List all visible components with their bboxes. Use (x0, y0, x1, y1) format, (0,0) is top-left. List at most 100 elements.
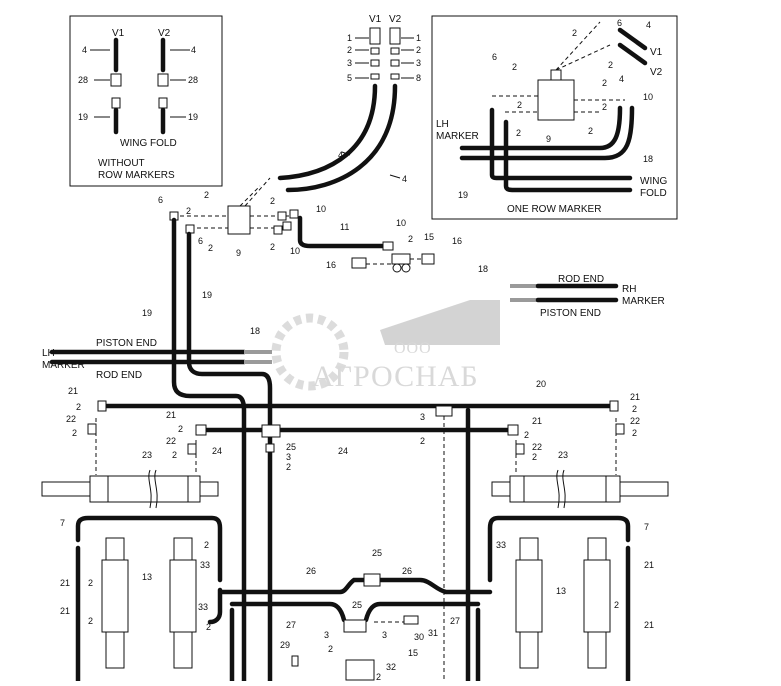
hose-7-right (487, 515, 631, 583)
callout-21: 21 (166, 410, 176, 420)
callout-27: 27 (450, 616, 460, 626)
callout-16: 16 (326, 260, 336, 270)
callout-24: 24 (338, 446, 348, 456)
callout-22: 22 (166, 436, 176, 446)
callout-2: 2 (588, 126, 593, 136)
callout-11: 11 (340, 222, 349, 232)
callout-3: 3 (347, 58, 352, 68)
callout-29: 29 (280, 640, 290, 650)
main-valve-block (227, 205, 251, 235)
callout-2: 2 (270, 242, 275, 252)
callout-2: 2 (88, 578, 93, 588)
callout-4: 4 (402, 174, 407, 184)
hose-4-v2 (285, 83, 398, 193)
callout-2: 2 (270, 196, 275, 206)
callout-2: 2 (517, 100, 522, 110)
main-hoses (49, 217, 625, 684)
callout-21: 21 (644, 560, 654, 570)
callout-18: 18 (643, 154, 653, 164)
callout-10: 10 (643, 92, 653, 102)
inset-right-hose-marker-b (459, 105, 635, 161)
rod-end-left: ROD END (96, 370, 142, 381)
lh-marker-label-lh: LH (42, 348, 55, 359)
callout-8: 8 (416, 73, 421, 83)
top-valve-fittings: V1 V2 1 1 2 2 3 3 5 8 4 4 (277, 14, 421, 193)
callout-22: 22 (630, 416, 640, 426)
gear-icon (271, 313, 349, 391)
callout-2: 2 (347, 45, 352, 55)
lower-cylinders-left (75, 515, 235, 684)
callout-2: 2 (512, 62, 517, 72)
cylinder-right (491, 469, 669, 509)
callout-2: 2 (524, 430, 529, 440)
callout-4: 4 (191, 45, 196, 55)
inset-right-lh: LH (436, 119, 449, 130)
piston-end-right: PISTON END (540, 308, 601, 319)
callout-3: 3 (416, 58, 421, 68)
callout-4: 4 (619, 74, 624, 84)
callout-2: 2 (572, 28, 577, 38)
inset-left-fitting-v1 (110, 73, 122, 87)
main-valve-area: 6 2 2 6 2 9 2 2 10 10 11 10 2 15 16 16 1… (142, 177, 488, 336)
callout-10: 10 (396, 218, 406, 228)
rh-marker-label-rh: RH (622, 284, 636, 295)
callout-9: 9 (546, 134, 551, 144)
callout-22: 22 (532, 442, 542, 452)
top-coupler-v2 (389, 27, 401, 45)
piston-end-left: PISTON END (96, 338, 157, 349)
callout-2: 2 (614, 600, 619, 610)
valve-32 (345, 659, 375, 681)
callout-7: 7 (644, 522, 649, 532)
callout-2: 2 (72, 428, 77, 438)
callout-2: 2 (88, 616, 93, 626)
callout-6: 6 (617, 18, 622, 28)
top-v1: V1 (369, 14, 382, 25)
callout-13: 13 (556, 586, 566, 596)
inset-right-wing: WING (640, 176, 667, 187)
inset-right-v1: V1 (650, 47, 663, 58)
callout-18: 18 (250, 326, 260, 336)
tee-25 (261, 424, 281, 438)
callout-25: 25 (352, 600, 362, 610)
hose-19-inner (186, 231, 273, 684)
callout-2: 2 (178, 424, 183, 434)
inset-left-coupler-v1 (111, 97, 121, 109)
callout-2: 2 (328, 644, 333, 654)
callout-4: 4 (82, 45, 87, 55)
callout-31: 31 (428, 628, 438, 638)
callout-16: 16 (452, 236, 462, 246)
inset-right-valve (537, 79, 575, 121)
callout-21: 21 (60, 578, 70, 588)
cylinder-left (41, 469, 219, 509)
callout-4: 4 (646, 20, 651, 30)
callout-23: 23 (142, 450, 152, 460)
tee-fitting (391, 253, 411, 265)
callout-6: 6 (158, 195, 163, 205)
rod-end-right: ROD END (558, 274, 604, 285)
rh-marker-label-marker: MARKER (622, 296, 665, 307)
inset-left-caption-row-markers: ROW MARKERS (98, 170, 175, 181)
callout-20: 20 (536, 379, 546, 389)
inset-left-coupler-v2 (158, 97, 168, 109)
callout-2: 2 (516, 128, 521, 138)
callout-3: 3 (382, 630, 387, 640)
callout-3: 3 (324, 630, 329, 640)
callout-4: 4 (338, 150, 343, 160)
inset-right-hose-wing-b (503, 119, 633, 193)
callout-3: 3 (420, 412, 425, 422)
callout-18: 18 (478, 264, 488, 274)
callout-7: 7 (60, 518, 65, 528)
callout-19: 19 (142, 308, 152, 318)
callout-2: 2 (420, 436, 425, 446)
inset-left-caption-without: WITHOUT (98, 158, 145, 169)
callout-2: 2 (376, 672, 381, 681)
callout-3: 3 (286, 452, 291, 462)
inset-right-fold: FOLD (640, 188, 667, 199)
harvester-icon (380, 300, 500, 345)
callout-28: 28 (78, 75, 88, 85)
callout-19: 19 (458, 190, 468, 200)
callout-23: 23 (558, 450, 568, 460)
callout-22: 22 (66, 414, 76, 424)
callout-27: 27 (286, 620, 296, 630)
callout-21: 21 (532, 416, 542, 426)
